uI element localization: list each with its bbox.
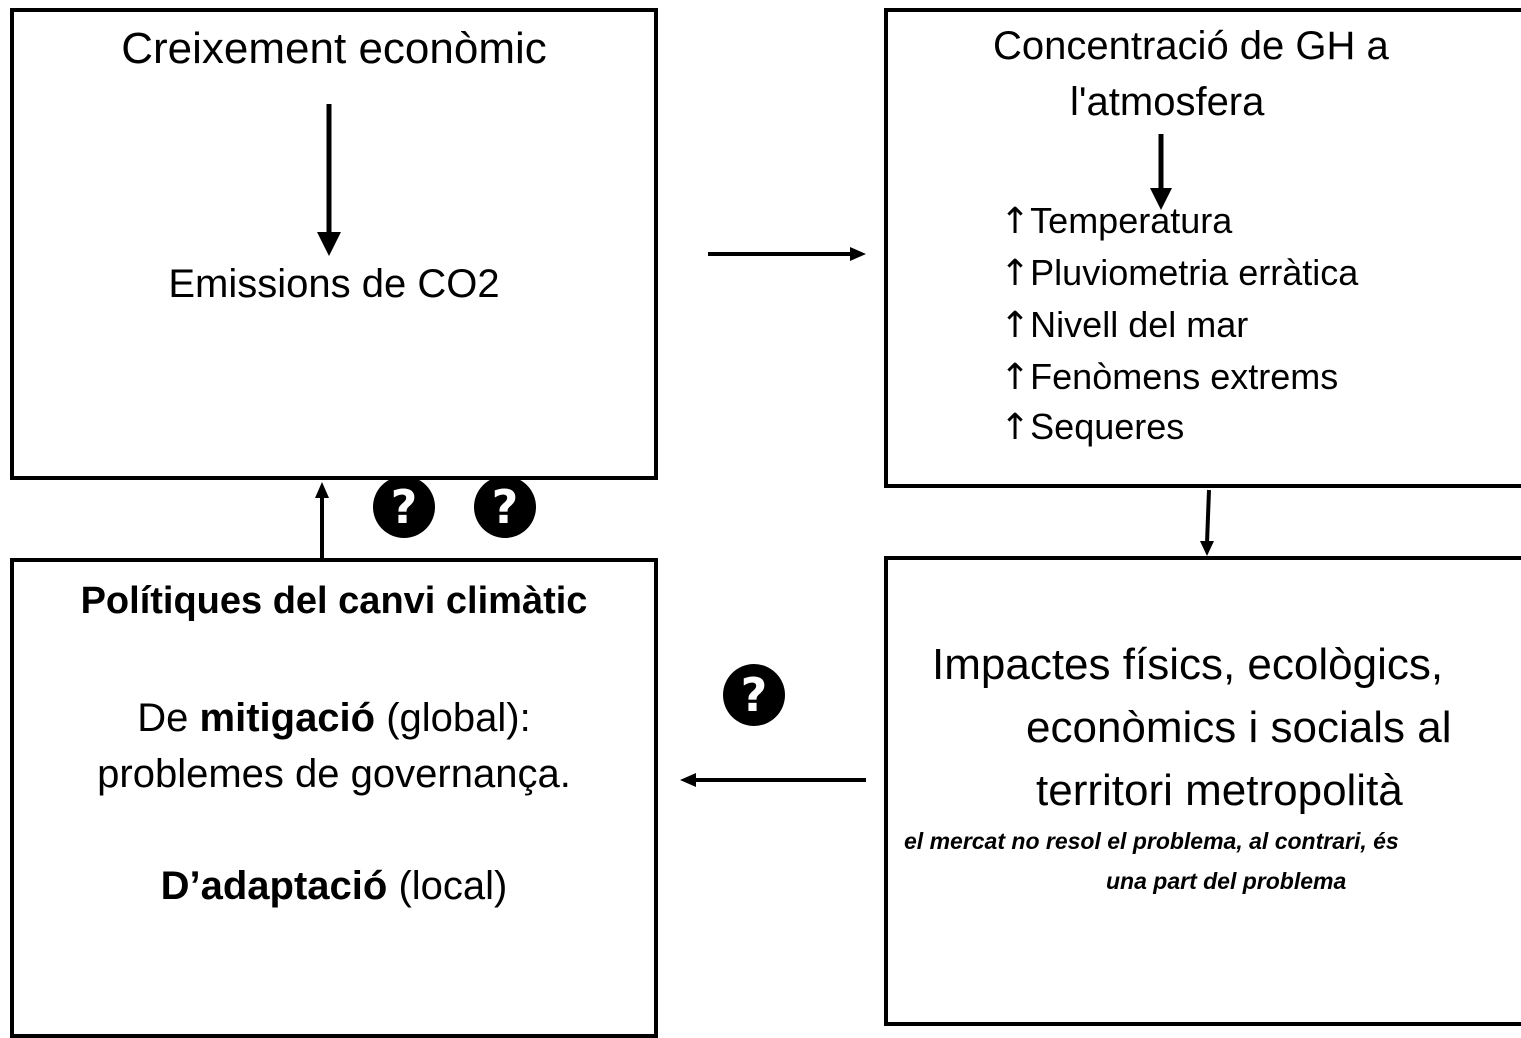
question-mark-icon: ? <box>474 476 536 538</box>
mitigation-line: De mitigació (global): <box>10 696 658 741</box>
up-arrow-icon: ↑ <box>1000 357 1031 398</box>
up-arrow-icon: ↑ <box>1000 201 1031 242</box>
adaptation-line: D’adaptació (local) <box>10 864 658 909</box>
market-note-line2: una part del problema <box>1106 868 1347 894</box>
box-climate-policies <box>10 558 658 1038</box>
co2-emissions-label: Emissions de CO2 <box>168 262 500 306</box>
market-note-line1: el mercat no resol el problema, al contr… <box>904 828 1399 854</box>
climate-policies-title: Polítiques del canvi climàtic <box>80 580 588 622</box>
adaptation-keyword: D’adaptació <box>160 864 388 908</box>
effect-label: Temperatura <box>1030 200 1233 241</box>
effect-item-rainfall: ↑Pluviometria erràtica <box>1000 252 1358 294</box>
box-economic-growth <box>10 8 658 480</box>
arrow-up-icon <box>315 482 329 558</box>
question-mark-icon: ? <box>373 476 435 538</box>
mitigation-prefix: De <box>137 696 200 740</box>
adaptation-suffix: (local) <box>387 864 508 908</box>
question-mark-icon: ? <box>723 664 785 726</box>
economic-growth-title: Creixement econòmic <box>121 24 547 73</box>
governance-problems-line: problemes de governança. <box>97 752 571 796</box>
mitigation-keyword: mitigació <box>199 696 376 740</box>
arrow-left-icon <box>680 773 866 787</box>
effect-label: Fenòmens extrems <box>1030 356 1339 397</box>
effect-label: Sequeres <box>1030 406 1185 447</box>
up-arrow-icon: ↑ <box>1000 407 1031 448</box>
effect-item-droughts: ↑Sequeres <box>1000 406 1184 448</box>
impacts-line3: territori metropolità <box>1036 766 1403 815</box>
gh-concentration-title-line2: l'atmosfera <box>1070 80 1265 124</box>
impacts-line1: Impactes físics, ecològics, <box>932 640 1444 689</box>
box-gh-concentration <box>884 8 1521 488</box>
arrow-down-icon <box>1200 489 1214 556</box>
effect-label: Pluviometria erràtica <box>1030 252 1359 293</box>
effect-item-extreme-events: ↑Fenòmens extrems <box>1000 356 1338 398</box>
box-metropolitan-impacts <box>884 556 1521 1026</box>
arrow-right-icon <box>708 247 866 261</box>
effect-item-temperature: ↑Temperatura <box>1000 200 1232 242</box>
up-arrow-icon: ↑ <box>1000 253 1031 294</box>
gh-concentration-title-line1: Concentració de GH a <box>993 24 1389 68</box>
effect-label: Nivell del mar <box>1030 304 1249 345</box>
mitigation-suffix: (global): <box>375 696 531 740</box>
effect-item-sea-level: ↑Nivell del mar <box>1000 304 1248 346</box>
impacts-line2: econòmics i socials al <box>1026 703 1452 752</box>
up-arrow-icon: ↑ <box>1000 305 1031 346</box>
